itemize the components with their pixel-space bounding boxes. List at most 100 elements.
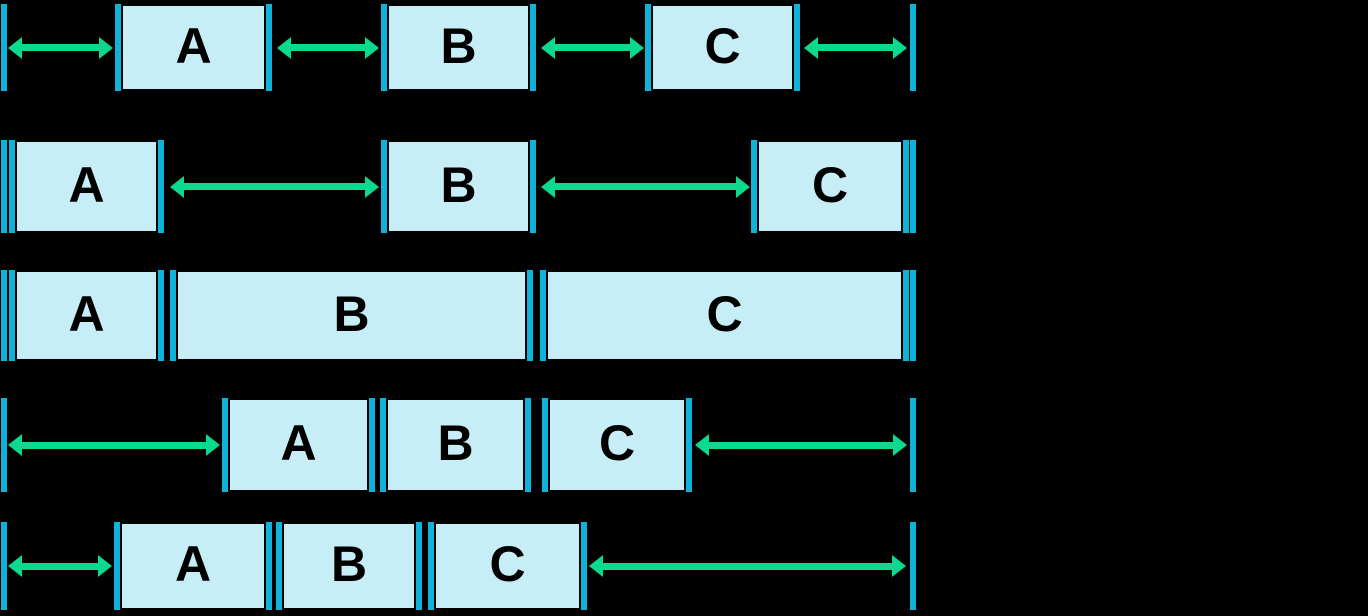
box-start-marker xyxy=(222,398,228,492)
box-body: B xyxy=(389,4,528,91)
arrow-left-head-icon xyxy=(804,36,818,59)
item-box-a: A xyxy=(9,140,164,233)
arrow-right-head-icon xyxy=(892,555,906,577)
box-label: C xyxy=(489,536,526,592)
box-label: B xyxy=(440,156,477,213)
spacing-double-arrow xyxy=(541,175,750,199)
box-end-marker xyxy=(158,140,164,233)
container-start-marker xyxy=(1,140,7,233)
arrow-right-head-icon xyxy=(99,36,113,59)
box-end-marker xyxy=(416,522,422,610)
box-body: C xyxy=(436,522,579,610)
box-body: C xyxy=(653,4,792,91)
spacing-double-arrow xyxy=(695,433,907,457)
item-box-b: B xyxy=(381,4,536,91)
box-label: C xyxy=(706,285,743,342)
arrow-shaft xyxy=(181,183,368,190)
box-start-marker xyxy=(381,4,387,91)
arrow-right-head-icon xyxy=(893,434,907,456)
box-start-marker xyxy=(114,522,120,610)
arrow-shaft xyxy=(552,44,633,51)
arrow-shaft xyxy=(288,44,368,51)
box-start-marker xyxy=(380,398,386,492)
arrow-shaft xyxy=(706,441,896,449)
box-label: A xyxy=(175,17,212,74)
box-end-marker xyxy=(530,4,536,91)
item-box-c: C xyxy=(428,522,587,610)
box-start-marker xyxy=(9,140,15,233)
arrow-right-head-icon xyxy=(630,36,644,59)
arrow-left-head-icon xyxy=(277,36,291,59)
box-start-marker xyxy=(428,522,434,610)
box-end-marker xyxy=(903,270,909,361)
arrow-right-head-icon xyxy=(98,555,112,577)
spacing-double-arrow xyxy=(804,36,907,60)
box-body: B xyxy=(178,270,525,361)
item-box-b: B xyxy=(170,270,533,361)
arrow-shaft xyxy=(600,562,895,570)
box-end-marker xyxy=(266,522,272,610)
box-label: C xyxy=(811,156,849,213)
item-box-c: C xyxy=(540,270,909,361)
box-body: A xyxy=(122,522,264,610)
item-box-b: B xyxy=(381,140,536,233)
spacing-double-arrow xyxy=(541,36,644,60)
spacing-double-arrow xyxy=(170,175,379,199)
box-label: A xyxy=(68,156,105,213)
box-body: C xyxy=(550,398,684,492)
box-start-marker xyxy=(542,398,548,492)
box-end-marker xyxy=(903,140,909,233)
box-end-marker xyxy=(527,270,533,361)
box-body: A xyxy=(17,270,156,361)
arrow-left-head-icon xyxy=(8,434,22,456)
arrow-left-head-icon xyxy=(695,434,709,456)
item-box-c: C xyxy=(751,140,909,233)
arrow-left-head-icon xyxy=(8,36,22,59)
box-end-marker xyxy=(158,270,164,361)
box-label: C xyxy=(704,17,741,74)
container-end-marker xyxy=(910,398,916,492)
container-end-marker xyxy=(910,4,916,91)
box-start-marker xyxy=(170,270,176,361)
box-label: B xyxy=(440,17,477,74)
item-box-c: C xyxy=(542,398,692,492)
box-body: B xyxy=(389,140,528,233)
container-end-marker xyxy=(910,270,916,361)
container-start-marker xyxy=(1,270,7,361)
box-start-marker xyxy=(381,140,387,233)
container-start-marker xyxy=(1,522,7,610)
spacing-double-arrow xyxy=(8,433,220,457)
box-end-marker xyxy=(581,522,587,610)
container-end-marker xyxy=(910,140,916,233)
box-body: A xyxy=(17,140,156,233)
arrow-left-head-icon xyxy=(541,175,555,198)
arrow-left-head-icon xyxy=(589,555,603,577)
item-box-a: A xyxy=(9,270,164,361)
layout-row-5: A B C xyxy=(0,522,1368,610)
box-end-marker xyxy=(686,398,692,492)
box-start-marker xyxy=(115,4,121,91)
box-label: C xyxy=(598,415,636,471)
layout-row-1: A B C xyxy=(0,4,1368,91)
box-body: B xyxy=(284,522,414,610)
box-end-marker xyxy=(266,4,272,91)
box-start-marker xyxy=(751,140,757,233)
arrow-left-head-icon xyxy=(170,175,184,198)
arrow-right-head-icon xyxy=(365,36,379,59)
container-start-marker xyxy=(1,398,7,492)
arrow-right-head-icon xyxy=(893,36,907,59)
box-body: C xyxy=(759,140,901,233)
spacing-double-arrow xyxy=(8,36,113,60)
box-body: B xyxy=(388,398,523,492)
box-label: A xyxy=(68,285,105,342)
arrow-shaft xyxy=(19,441,209,449)
item-box-b: B xyxy=(276,522,422,610)
box-label: A xyxy=(174,536,212,592)
spacing-double-arrow xyxy=(8,554,112,578)
arrow-right-head-icon xyxy=(365,175,379,198)
arrow-shaft xyxy=(552,183,739,190)
arrow-left-head-icon xyxy=(8,555,22,577)
box-label: B xyxy=(330,536,368,592)
